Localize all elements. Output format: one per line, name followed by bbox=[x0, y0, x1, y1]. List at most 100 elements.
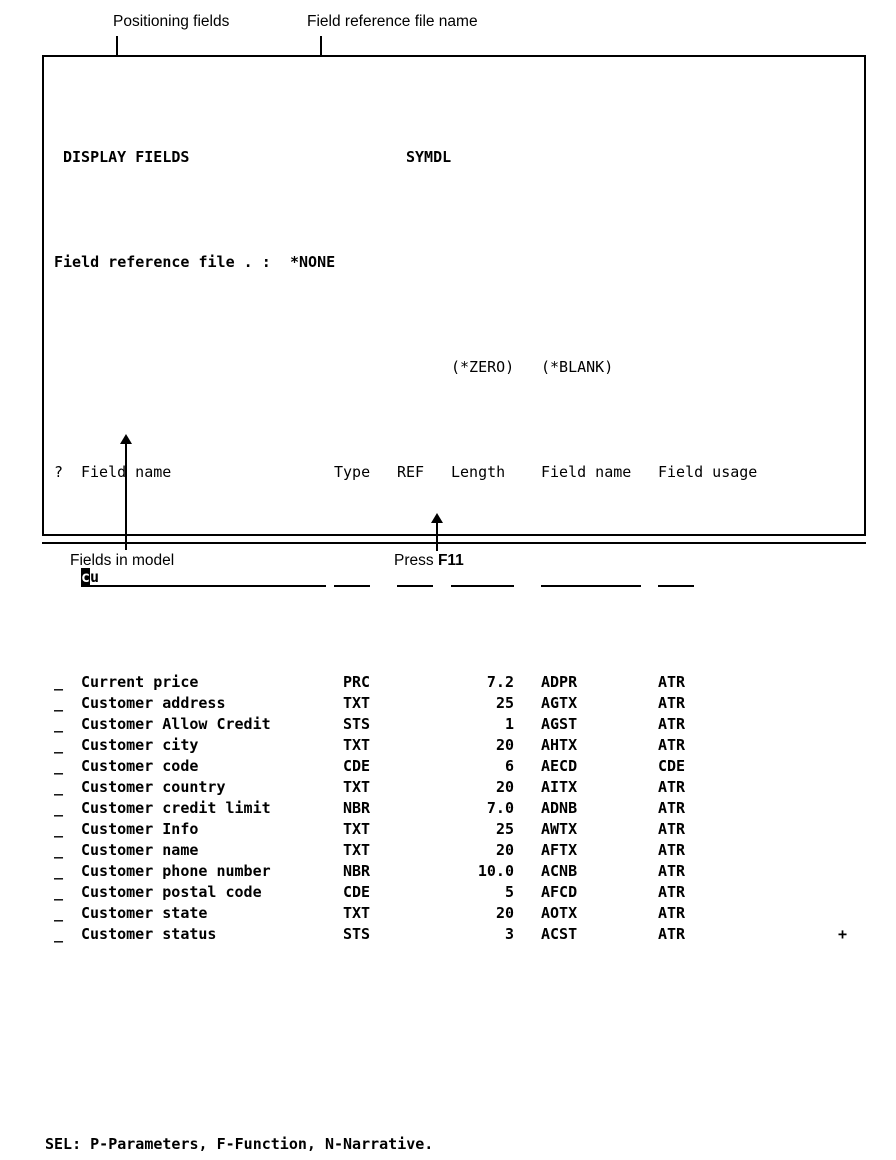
column-header-ref-field-name: Field name bbox=[541, 463, 632, 481]
arrow-press-f11 bbox=[431, 513, 443, 523]
row-length: 25 bbox=[495, 694, 514, 712]
row-field-usage: ATR bbox=[658, 799, 686, 817]
row-field-name: Customer code bbox=[81, 757, 199, 775]
row-more-indicator: + bbox=[838, 925, 848, 943]
row-select-input[interactable]: _ bbox=[54, 883, 64, 901]
row-field-usage: ATR bbox=[658, 736, 686, 754]
row-field-usage: ATR bbox=[658, 925, 686, 943]
row-ref-field-name: ACST bbox=[541, 925, 578, 943]
row-field-name: Customer name bbox=[81, 841, 199, 859]
row-select-input[interactable]: _ bbox=[54, 799, 64, 817]
row-field-name: Customer status bbox=[81, 925, 217, 943]
annotation-fields-in-model: Fields in model bbox=[70, 552, 175, 569]
screen-row-fileref: Field reference file . : *NONE bbox=[54, 252, 335, 273]
terminal-window: DISPLAY FIELDS SYMDL Field reference fil… bbox=[42, 55, 866, 1153]
annotation-positioning-fields: Positioning fields bbox=[113, 13, 230, 30]
row-select-input[interactable]: _ bbox=[54, 820, 64, 838]
row-select-input[interactable]: _ bbox=[54, 694, 64, 712]
row-field-usage: CDE bbox=[658, 757, 686, 775]
group-header-blank: (*BLANK) bbox=[541, 358, 614, 376]
column-header-field-usage: Field usage bbox=[658, 463, 758, 481]
row-select-input[interactable]: _ bbox=[54, 673, 64, 691]
underline-field-name bbox=[81, 585, 326, 587]
screen-row-sel-help-1: SEL: P-Parameters, F-Function, N-Narrati… bbox=[45, 1134, 433, 1155]
row-select-input[interactable]: _ bbox=[54, 736, 64, 754]
row-ref-field-name: AECD bbox=[541, 757, 578, 775]
row-field-usage: ATR bbox=[658, 673, 686, 691]
row-type: PRC bbox=[343, 673, 371, 691]
row-ref-field-name: ADNB bbox=[541, 799, 578, 817]
position-input-rest[interactable]: u bbox=[90, 568, 100, 586]
arrow-fields-in-model bbox=[120, 434, 132, 444]
position-input[interactable]: cu bbox=[81, 567, 99, 588]
position-input-cursor[interactable]: c bbox=[81, 568, 91, 586]
row-field-name: Customer address bbox=[81, 694, 226, 712]
row-select-input[interactable]: _ bbox=[54, 715, 64, 733]
row-length: 1 bbox=[504, 715, 514, 733]
row-type: CDE bbox=[343, 883, 371, 901]
row-ref-field-name: AGTX bbox=[541, 694, 578, 712]
annotation-press-prefix: Press bbox=[394, 552, 438, 569]
row-type: TXT bbox=[343, 736, 371, 754]
row-select-input[interactable]: _ bbox=[54, 778, 64, 796]
row-ref-field-name: AOTX bbox=[541, 904, 578, 922]
row-select-input[interactable]: _ bbox=[54, 841, 64, 859]
screen-row-position-input: cu bbox=[54, 567, 694, 588]
group-header-zero: (*ZERO) bbox=[451, 358, 515, 376]
row-length: 20 bbox=[495, 841, 514, 859]
screen-row-title: DISPLAY FIELDS SYMDL bbox=[54, 147, 451, 168]
row-ref-field-name: AGST bbox=[541, 715, 578, 733]
row-type: STS bbox=[343, 925, 371, 943]
row-field-name: Customer Allow Credit bbox=[81, 715, 271, 733]
underline-type bbox=[334, 585, 370, 587]
screen-row-column-headers: ? Field name Type REF Length Field name … bbox=[54, 462, 757, 483]
table-row[interactable]: _ Customer Allow Credit STS 1 AGST ATR bbox=[54, 714, 685, 735]
row-ref-field-name: ADPR bbox=[541, 673, 578, 691]
underline-field-usage bbox=[658, 585, 694, 587]
screen-row-spacer bbox=[54, 1029, 108, 1050]
row-field-name: Customer city bbox=[81, 736, 199, 754]
row-type: TXT bbox=[343, 778, 371, 796]
row-length: 25 bbox=[495, 820, 514, 838]
annotation-press-key: F11 bbox=[437, 552, 464, 569]
row-length: 7.0 bbox=[486, 799, 514, 817]
terminal-screen: DISPLAY FIELDS SYMDL Field reference fil… bbox=[45, 63, 847, 1160]
fileref-value[interactable]: *NONE bbox=[290, 253, 336, 271]
row-select-input[interactable]: _ bbox=[54, 904, 64, 922]
underline-length bbox=[451, 585, 514, 587]
row-field-name: Current price bbox=[81, 673, 199, 691]
row-type: TXT bbox=[343, 694, 371, 712]
row-ref-field-name: AWTX bbox=[541, 820, 578, 838]
row-field-usage: ATR bbox=[658, 820, 686, 838]
column-header-ref: REF bbox=[397, 463, 425, 481]
leader-line-press-f11 bbox=[436, 521, 438, 551]
row-field-usage: ATR bbox=[658, 862, 686, 880]
column-header-sel: ? bbox=[54, 463, 64, 481]
row-type: TXT bbox=[343, 820, 371, 838]
row-field-usage: ATR bbox=[658, 715, 686, 733]
row-type: NBR bbox=[343, 799, 371, 817]
row-select-input[interactable]: _ bbox=[54, 757, 64, 775]
row-length: 20 bbox=[495, 904, 514, 922]
row-select-input[interactable]: _ bbox=[54, 925, 64, 943]
row-select-input[interactable]: _ bbox=[54, 862, 64, 880]
row-field-name: Customer country bbox=[81, 778, 226, 796]
row-type: TXT bbox=[343, 904, 371, 922]
row-type: STS bbox=[343, 715, 371, 733]
row-field-usage: ATR bbox=[658, 778, 686, 796]
model-name: SYMDL bbox=[406, 148, 452, 166]
row-length: 6 bbox=[504, 757, 514, 775]
